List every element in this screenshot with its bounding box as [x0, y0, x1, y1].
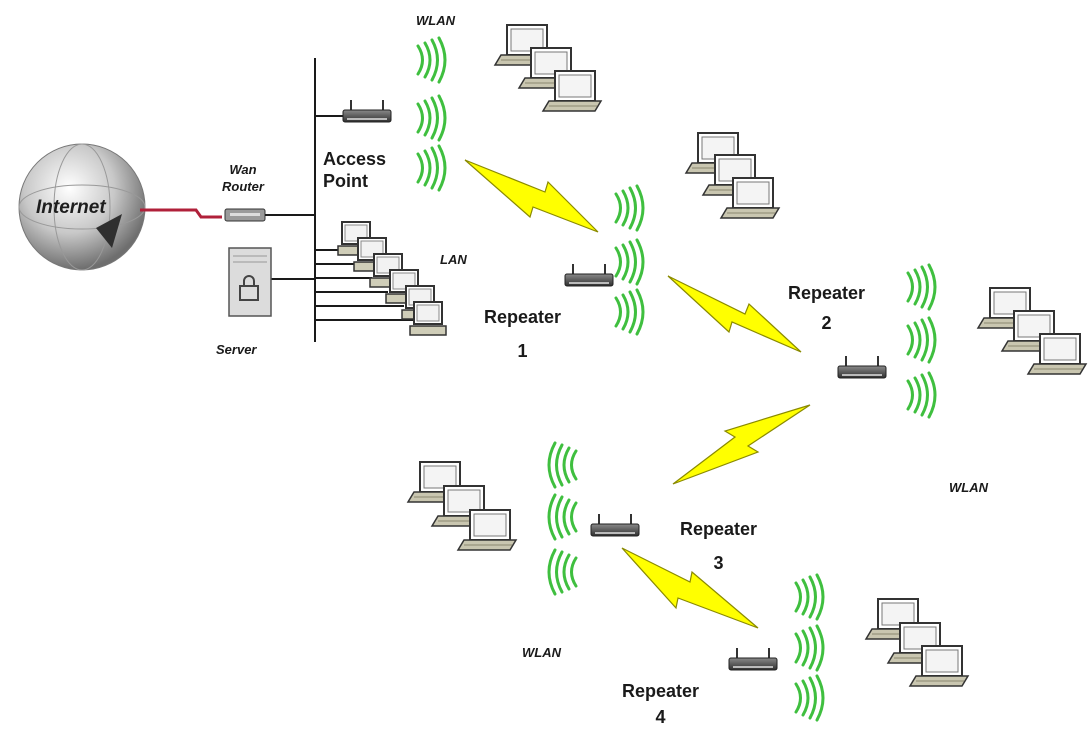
globe-icon	[18, 143, 146, 271]
lan-branches	[315, 249, 418, 321]
wan-router-label: Wan Router	[222, 162, 264, 194]
lightning-link-icon	[672, 404, 811, 485]
wan-link	[140, 208, 222, 219]
wlan-label-top: WLAN	[416, 13, 455, 28]
internet-label: Internet	[36, 197, 106, 218]
lightning-link-icon	[667, 275, 802, 353]
repeater3-label: Repeater 3	[680, 519, 758, 573]
repeater1-label: Repeater 1	[484, 307, 562, 361]
access-point-label: Access Point	[323, 149, 387, 191]
repeater2-label: Repeater 2	[788, 283, 866, 333]
lan-label: LAN	[440, 252, 467, 267]
server-label: Server	[216, 342, 257, 357]
wlan-label-bottom: WLAN	[522, 645, 561, 660]
wan-router-icon	[224, 208, 266, 222]
lightning-link-icon	[464, 159, 599, 233]
repeater4-label: Repeater 4	[622, 681, 700, 727]
lightning-link-icon	[621, 547, 759, 629]
wlan-label-right: WLAN	[949, 480, 988, 495]
server-icon	[228, 247, 272, 317]
